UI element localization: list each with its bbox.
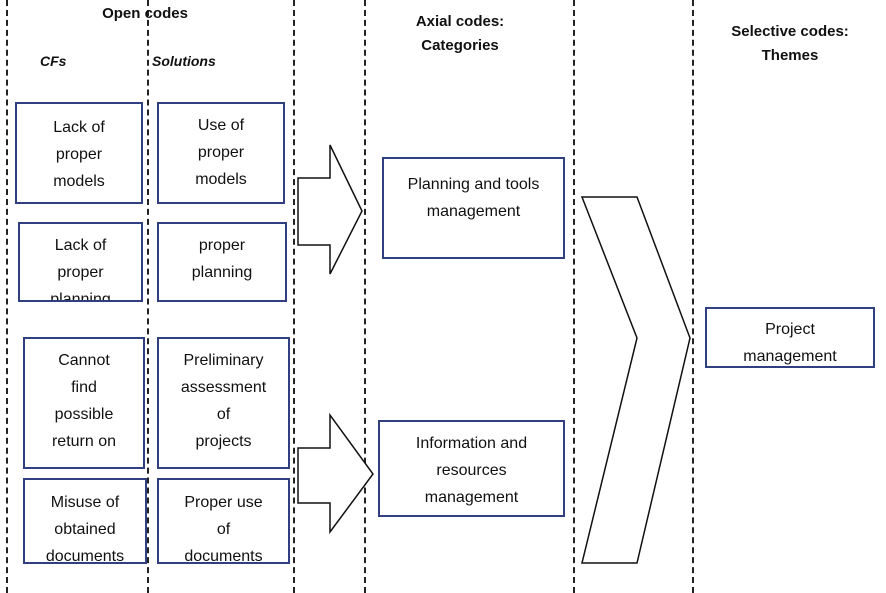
box-text-line: Planning and tools [407,176,540,193]
box-text-line: planning [191,264,253,281]
box-text-line: documents [45,548,125,564]
column-divider [6,0,8,593]
box-text-line: models [195,171,247,188]
box-text-line: possible [54,406,114,423]
cf-box-misuse-of-documents: Misuse of obtained documents [23,478,147,564]
box-text-line: proper [57,264,104,281]
box-text-line: Project [765,321,815,338]
selective-codes-header-line1: Selective codes: [731,23,849,40]
box-text-line: assessment [180,379,267,396]
box-text-line: Lack of [54,237,107,254]
solutions-subheader: Solutions [152,53,216,69]
column-divider [573,0,575,593]
column-divider [293,0,295,593]
box-text-line: models [53,173,105,190]
box-text-line: proper [55,146,103,163]
box-text-line: Lack of [53,119,105,136]
box-text-line: Information and [415,435,528,452]
axial-codes-header: Axial codes: Categories [380,10,540,58]
box-text-line: find [71,379,97,396]
box-text-line: Cannot [58,352,110,369]
selective-codes-header: Selective codes: Themes [705,20,875,68]
solution-box-proper-models: Use of proper models [157,102,285,204]
box-text-line: obtained [54,521,116,538]
box-text-line: Misuse of [50,494,120,511]
axial-codes-header-line2: Categories [421,37,499,54]
cfs-subheader: CFs [40,53,67,69]
column-divider [692,0,694,593]
box-text-line: of [216,521,231,538]
solution-box-proper-use-of-documents: Proper use of documents [157,478,290,564]
box-text-line: management [424,489,519,506]
block-arrow-right-icon [297,412,374,535]
box-text-line: documents [184,548,263,564]
selective-codes-header-line2: Themes [761,47,819,64]
cf-box-lack-of-models: Lack of proper models [15,102,143,204]
axial-codes-header-line1: Axial codes: [415,13,505,30]
open-codes-header: Open codes [102,5,188,22]
block-arrow-right-icon [297,144,363,275]
box-text-line: resources [436,462,507,479]
box-text-line: Use of [197,117,245,134]
solution-box-proper-planning: proper planning [157,222,287,302]
box-text-line: proper [197,144,245,161]
box-text-line: Proper use [184,494,263,511]
category-box-information-resources: Information and resources management [378,420,565,517]
category-box-planning-tools: Planning and tools management [382,157,565,259]
theme-box-project-management: Project management [705,307,875,368]
box-text-line: of [216,406,231,423]
solution-box-preliminary-assessment: Preliminary assessment of projects [157,337,290,469]
box-text-line: projects [195,433,252,450]
chevron-right-icon [580,196,691,564]
box-text-line: management [743,348,837,365]
box-text-line: proper [198,237,246,254]
column-divider [364,0,366,593]
cf-box-lack-of-planning: Lack of proper planning [18,222,143,302]
column-divider [147,0,149,593]
cf-box-cannot-find-return: Cannot find possible return on [23,337,145,469]
box-text-line: planning [50,291,111,302]
box-text-line: Preliminary [183,352,264,369]
box-text-line: return on [51,433,117,450]
box-text-line: management [426,203,521,220]
